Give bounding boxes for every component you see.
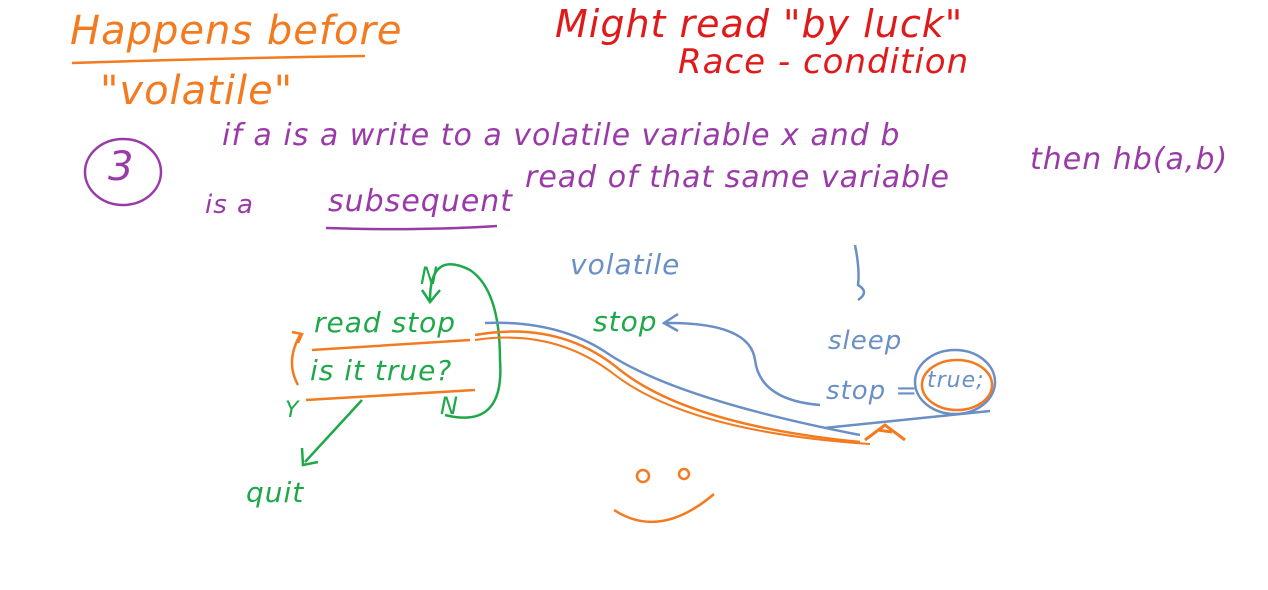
loop-top-label: N (420, 262, 439, 290)
rule-line2-rest: read of that same variable (525, 160, 950, 195)
loop-yes-label: Y (285, 398, 300, 423)
smiley-eye-right (677, 467, 691, 481)
shared-stop-label: stop (593, 305, 658, 338)
rule-line1: if a is a write to a volatile variable x… (222, 118, 901, 153)
title-underline (71, 54, 366, 65)
loop-left-arrow (290, 334, 302, 386)
loop-read-label: read stop (314, 306, 457, 339)
writer-assign-label: stop = (826, 376, 919, 406)
race-arrowhead (864, 423, 906, 442)
page-subtitle: "volatile" (100, 68, 294, 114)
race-curve-blue (484, 321, 861, 437)
rule-number-circle (83, 137, 163, 207)
shared-volatile-label: volatile (570, 248, 681, 281)
race-note-line1: Might read "by luck" (555, 2, 964, 46)
rule-number: 3 (108, 144, 135, 190)
true-circle-inner (920, 358, 994, 412)
brace-mark (853, 244, 866, 302)
writer-underline (823, 409, 991, 430)
race-note-line2: Race - condition (678, 42, 970, 82)
race-curve-orange-1 (474, 330, 861, 444)
rule-line2-start: is a (205, 190, 254, 220)
rule-keyword: subsequent (328, 184, 514, 219)
loop-line-top (311, 338, 471, 352)
loop-exit-label: quit (246, 476, 305, 509)
keyword-underline (325, 224, 498, 231)
exit-arrow (304, 399, 363, 463)
writer-true-label: true; (927, 368, 985, 393)
rule-line1-end: then hb(a,b) (1030, 142, 1229, 177)
smiley-mouth (613, 493, 715, 524)
loop-check-label: is it true? (310, 354, 453, 387)
smiley-eye-left (635, 468, 651, 484)
loop-arrow (428, 263, 502, 419)
page-title: Happens before (70, 8, 403, 54)
writer-sleep-label: sleep (828, 326, 903, 356)
loop-no-label: N (440, 392, 459, 420)
shared-pointer-arrow (664, 321, 821, 407)
race-curve-orange-2 (474, 336, 871, 445)
loop-line-bottom (305, 388, 476, 402)
